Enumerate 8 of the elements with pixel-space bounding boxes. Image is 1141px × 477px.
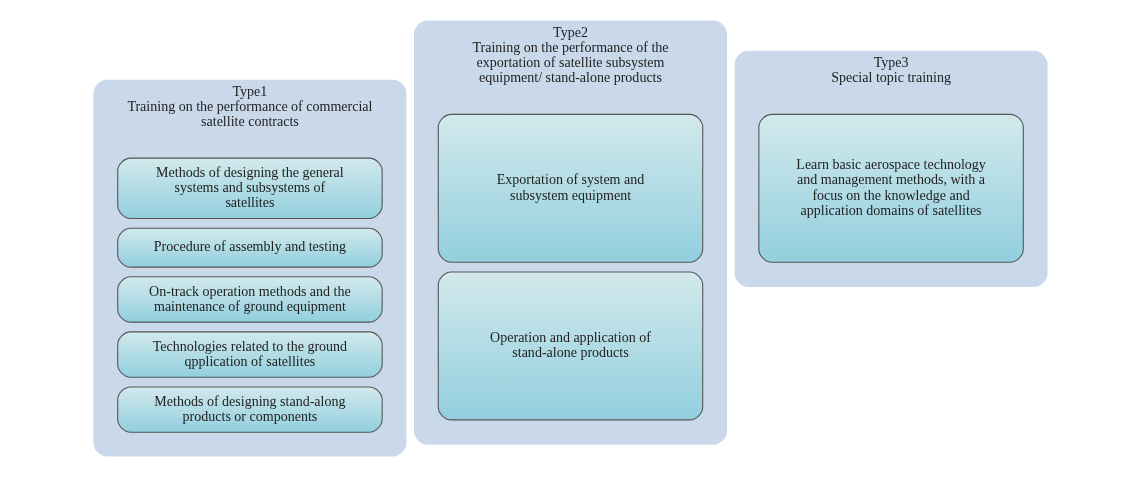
node-box: On-track operation methods and the maintenance of ground equipment	[117, 276, 383, 323]
node-box: Methods of designing stand-along products or components	[117, 386, 383, 433]
node-box: Technologies related to the ground qpplication of satellites	[117, 331, 383, 378]
node-box: Procedure of assembly and testing	[117, 227, 383, 268]
node-box: Operation and application of stand-alone products	[437, 271, 704, 421]
node-box: Learn basic aerospace technology and management methods, with a focus on the knowledge and application domains of satellites	[758, 113, 1024, 263]
node-box: Exportation of system and subsystem equipment	[437, 113, 704, 263]
node-box: Methods of designing the general systems and subsystems of satellites	[117, 157, 383, 220]
